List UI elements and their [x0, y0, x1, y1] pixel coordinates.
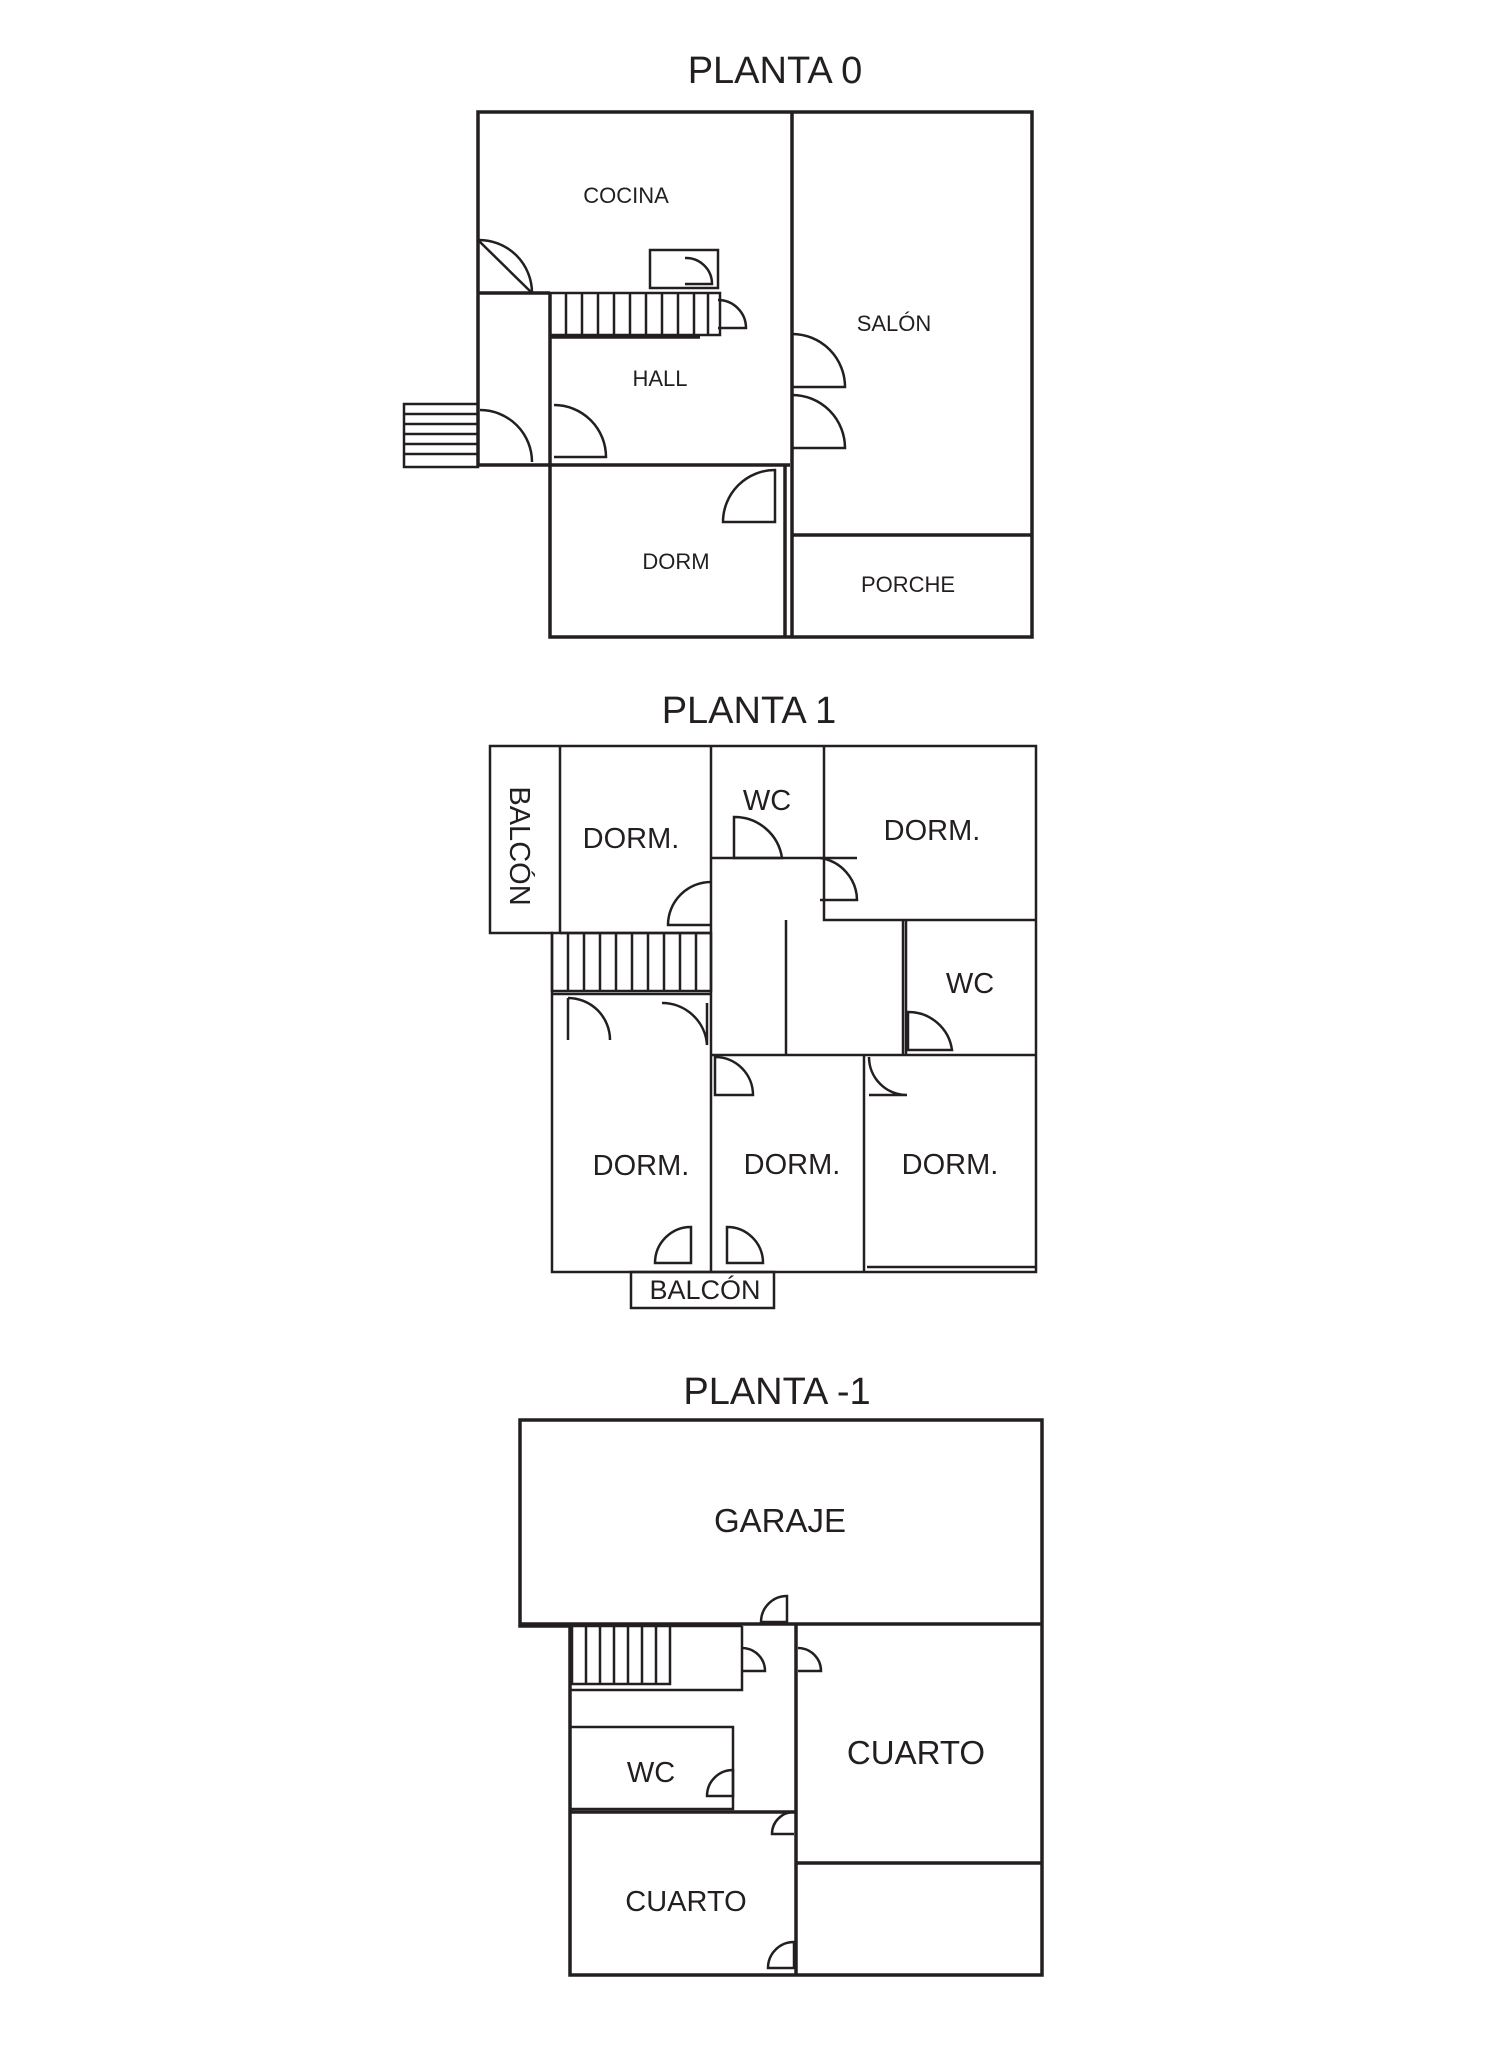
- room-label-hall: HALL: [632, 366, 687, 391]
- room-label-balcon-left: BALCÓN: [503, 786, 536, 905]
- room-label-porche: PORCHE: [861, 572, 955, 597]
- doors-planta-1: [566, 815, 954, 1265]
- walls-planta-minus-1: [518, 1418, 1044, 1977]
- doors-planta-0: [477, 238, 847, 524]
- room-label-cuarto-left: CUARTO: [625, 1886, 746, 1918]
- floor-plan-planta-minus-1: PLANTA -1: [518, 1371, 1044, 1977]
- room-label-cuarto-right: CUARTO: [847, 1734, 985, 1771]
- room-label-dorm: DORM: [642, 549, 709, 574]
- walls-planta-0: [476, 110, 1034, 639]
- floor-title-planta-minus-1: PLANTA -1: [683, 1371, 870, 1413]
- room-label-wc: WC: [627, 1757, 675, 1789]
- room-label-dorm-top-left: DORM.: [583, 823, 680, 855]
- room-label-salon: SALÓN: [857, 311, 932, 336]
- room-label-balcon-bottom: BALCÓN: [649, 1274, 760, 1305]
- room-label-dorm-top-right: DORM.: [884, 815, 981, 847]
- floor-title-planta-1: PLANTA 1: [662, 690, 837, 732]
- stairs-planta-minus-1: [570, 1624, 742, 1686]
- room-label-wc-top: WC: [743, 785, 791, 817]
- floor-title-planta-0: PLANTA 0: [688, 50, 863, 92]
- floor-plan-planta-0: PLANTA 0: [402, 50, 1034, 639]
- room-label-garaje: GARAJE: [714, 1502, 846, 1539]
- stairs-planta-1: [550, 931, 713, 993]
- floor-plan-planta-1: PLANTA 1: [488, 690, 1038, 1310]
- room-label-cocina: COCINA: [583, 183, 669, 208]
- room-label-dorm-bottom-mid: DORM.: [744, 1149, 841, 1181]
- room-label-dorm-bottom-left: DORM.: [593, 1150, 690, 1182]
- room-label-dorm-bottom-right: DORM.: [902, 1149, 999, 1181]
- stairs-planta-0: [402, 291, 722, 469]
- doors-planta-minus-1: [705, 1594, 823, 1970]
- walls-planta-1: [488, 744, 1038, 1310]
- room-label-wc-right: WC: [946, 968, 994, 1000]
